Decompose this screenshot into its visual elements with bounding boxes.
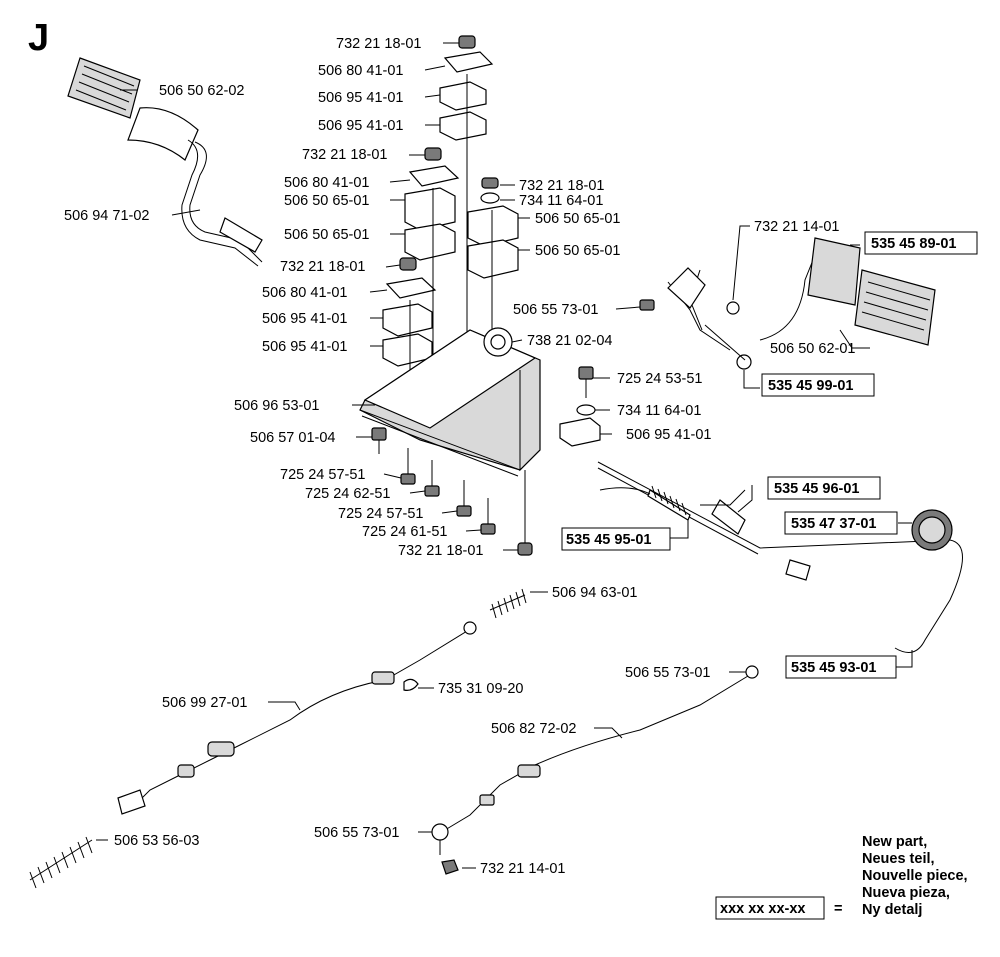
part-label: 506 95 41-01 [262, 311, 347, 327]
drive-pedal-assembly [67, 57, 263, 267]
new-part-labels: 535 45 89-01 535 45 99-01 535 45 96-01 5… [561, 231, 978, 679]
part-label: 506 80 41-01 [284, 175, 369, 191]
part-label: 506 53 56-03 [114, 833, 199, 849]
part-label: 506 95 41-01 [318, 118, 403, 134]
part-label: 506 94 71-02 [64, 208, 149, 224]
part-label: 725 24 62-51 [305, 486, 390, 502]
part-label: 506 96 53-01 [234, 398, 319, 414]
part-labels: 732 21 18-01 506 80 41-01 506 95 41-01 5… [64, 36, 855, 877]
brake-rod-and-spring [597, 461, 963, 653]
part-label: 735 31 09-20 [438, 681, 523, 697]
leader-lines [96, 42, 913, 869]
new-part-label: 535 45 93-01 [791, 660, 876, 676]
part-label: 734 11 64-01 [519, 193, 603, 209]
part-label: 734 11 64-01 [617, 403, 701, 419]
part-label: 506 99 27-01 [162, 695, 247, 711]
legend-line: New part, [862, 834, 927, 850]
part-label: 506 95 41-01 [318, 90, 403, 106]
part-label: 506 50 62-02 [159, 83, 244, 99]
part-label: 725 24 53-51 [617, 371, 702, 387]
part-label: 506 80 41-01 [262, 285, 347, 301]
legend-sample: xxx xx xx-xx [720, 901, 805, 917]
part-label: 506 50 65-01 [284, 227, 369, 243]
new-part-label: 535 45 96-01 [774, 481, 859, 497]
legend-line: Ny detalj [862, 902, 922, 918]
part-label: 738 21 02-04 [527, 333, 612, 349]
legend-line: Neues teil, [862, 851, 935, 867]
part-label: 732 21 18-01 [336, 36, 421, 52]
part-label: 732 21 14-01 [480, 861, 565, 877]
part-label: 506 50 62-01 [770, 341, 855, 357]
new-part-label: 535 45 99-01 [768, 378, 853, 394]
part-label: 506 95 41-01 [626, 427, 711, 443]
part-label: 506 50 65-01 [535, 211, 620, 227]
part-label: 506 57 01-04 [250, 430, 335, 446]
part-label: 506 55 73-01 [314, 825, 399, 841]
legend-line: Nouvelle piece, [862, 868, 968, 884]
new-part-label: 535 45 95-01 [566, 532, 651, 548]
brake-pedal-assembly [639, 237, 936, 370]
part-label: 506 80 41-01 [318, 63, 403, 79]
part-label: 725 24 57-51 [280, 467, 365, 483]
legend-sample-box [715, 896, 825, 920]
mounting-plate [359, 327, 541, 477]
part-label: 506 82 72-02 [491, 721, 576, 737]
new-part-label: 535 45 89-01 [871, 236, 956, 252]
plate-fasteners [371, 366, 601, 556]
new-part-legend: New part, Neues teil, Nouvelle piece, Nu… [715, 834, 968, 920]
new-part-label: 535 47 37-01 [791, 516, 876, 532]
part-label: 725 24 61-51 [362, 524, 447, 540]
legend-line: Nueva pieza, [862, 885, 950, 901]
part-label: 506 55 73-01 [513, 302, 598, 318]
part-label: 725 24 57-51 [338, 506, 423, 522]
part-label: 732 21 14-01 [754, 219, 839, 235]
part-label: 732 21 18-01 [519, 178, 604, 194]
part-label: 506 50 65-01 [284, 193, 369, 209]
part-label: 732 21 18-01 [280, 259, 365, 275]
part-label: 506 50 65-01 [535, 243, 620, 259]
cables-and-springs [29, 588, 759, 889]
part-label: 732 21 18-01 [302, 147, 387, 163]
part-label: 506 95 41-01 [262, 339, 347, 355]
part-label: 506 55 73-01 [625, 665, 710, 681]
section-letter: J [28, 17, 49, 59]
part-label: 506 94 63-01 [552, 585, 637, 601]
mounting-blocks [382, 35, 519, 416]
part-label: 732 21 18-01 [398, 543, 483, 559]
legend-equals: = [834, 901, 842, 917]
